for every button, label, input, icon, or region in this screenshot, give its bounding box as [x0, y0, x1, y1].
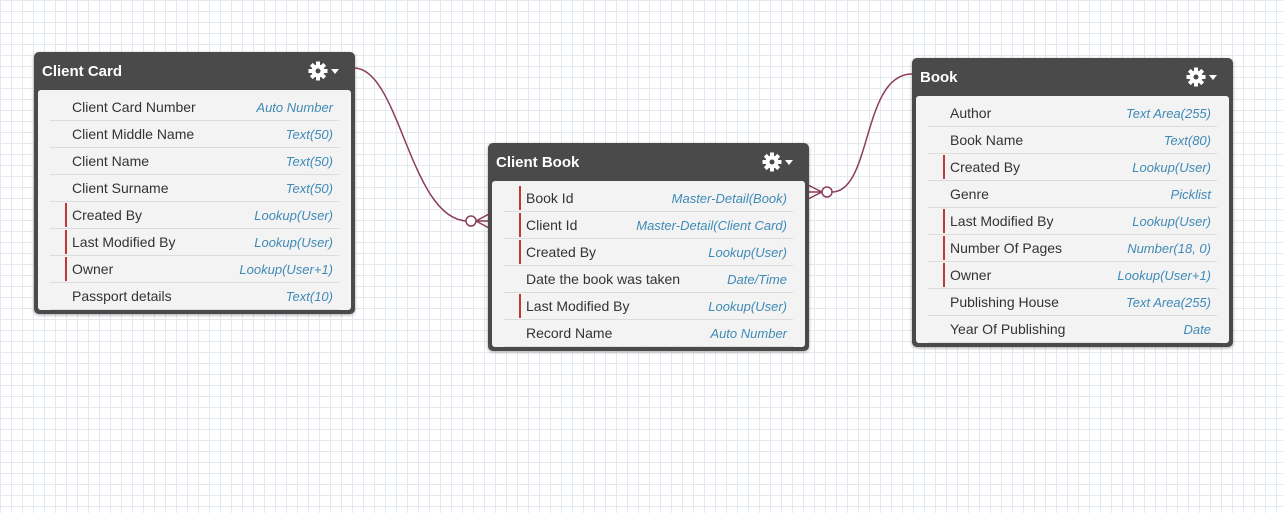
field-name: Client Surname	[72, 180, 169, 196]
field-name: Client Middle Name	[72, 126, 195, 142]
field-name: Client Card Number	[72, 99, 196, 115]
field-row-required[interactable]: Last Modified By Lookup(User)	[504, 293, 793, 320]
field-name: Record Name	[526, 325, 613, 341]
card-title: Client Card	[42, 62, 123, 80]
card-header[interactable]: Book	[916, 58, 1229, 96]
card-title: Book	[920, 68, 958, 86]
field-type: Master-Detail(Client Card)	[636, 217, 787, 233]
field-list: Book Id Master-Detail(Book) Client Id Mast…	[492, 181, 805, 347]
field-type: Lookup(User)	[254, 207, 333, 223]
field-name: Number Of Pages	[950, 240, 1063, 256]
field-row[interactable]: Date the book was taken Date/Time	[504, 266, 793, 293]
card-menu-button[interactable]	[762, 152, 793, 172]
field-row[interactable]: Book Name Text(80)	[928, 127, 1217, 154]
object-card-book[interactable]: Book	[912, 58, 1233, 347]
field-row-required[interactable]: Created By Lookup(User)	[504, 239, 793, 266]
field-name: Last Modified By	[950, 213, 1054, 229]
crowfoot-many-icon	[807, 184, 823, 200]
field-type: Text(50)	[285, 180, 333, 196]
field-name: Created By	[526, 244, 597, 260]
field-row-required[interactable]: Last Modified By Lookup(User)	[928, 208, 1217, 235]
field-name: Genre	[950, 186, 989, 202]
card-header[interactable]: Client Card	[38, 52, 351, 90]
field-row-required[interactable]: Last Modified By Lookup(User)	[50, 229, 339, 256]
field-row-required[interactable]: Client Id Master-Detail(Client Card)	[504, 212, 793, 239]
field-name: Publishing House	[950, 294, 1059, 310]
field-row[interactable]: Record Name Auto Number	[504, 320, 793, 347]
field-type: Lookup(User+1)	[239, 261, 333, 277]
field-row-required[interactable]: Created By Lookup(User)	[50, 202, 339, 229]
field-name: Passport details	[72, 288, 172, 304]
field-type: Lookup(User)	[1132, 213, 1211, 229]
field-name: Last Modified By	[526, 298, 630, 314]
field-type: Date/Time	[727, 271, 787, 287]
field-type: Lookup(User)	[254, 234, 333, 250]
field-list: Client Card Number Auto Number Client Mid…	[38, 90, 351, 310]
crowfoot-circle-icon	[465, 215, 477, 227]
chevron-down-icon	[1209, 75, 1217, 80]
field-name: Owner	[950, 267, 992, 283]
relationship-client-card-to-client-book[interactable]	[353, 67, 490, 229]
field-type: Picklist	[1170, 186, 1211, 202]
field-row[interactable]: Year Of Publishing Date	[928, 316, 1217, 343]
object-card-client-book[interactable]: Client Book	[488, 143, 809, 351]
field-row-required[interactable]: Owner Lookup(User+1)	[928, 262, 1217, 289]
card-menu-button[interactable]	[1186, 67, 1217, 87]
chevron-down-icon	[785, 160, 793, 165]
card-menu-button[interactable]	[308, 61, 339, 81]
field-type: Lookup(User)	[708, 298, 787, 314]
field-row-required[interactable]: Number Of Pages Number(18, 0)	[928, 235, 1217, 262]
field-row[interactable]: Genre Picklist	[928, 181, 1217, 208]
field-row[interactable]: Passport details Text(10)	[50, 283, 339, 310]
crowfoot-circle-icon	[821, 186, 833, 198]
field-row[interactable]: Client Card Number Auto Number	[50, 94, 339, 121]
field-row-required[interactable]: Created By Lookup(User)	[928, 154, 1217, 181]
relationship-book-to-client-book[interactable]	[807, 73, 913, 200]
gear-icon	[308, 61, 328, 81]
field-name: Created By	[72, 207, 143, 223]
field-row[interactable]: Publishing House Text Area(255)	[928, 289, 1217, 316]
card-header[interactable]: Client Book	[492, 143, 805, 181]
field-type: Lookup(User)	[1132, 159, 1211, 175]
gear-icon	[762, 152, 782, 172]
chevron-down-icon	[331, 69, 339, 74]
field-type: Date	[1183, 321, 1211, 337]
field-type: Text Area(255)	[1125, 294, 1211, 310]
field-type: Lookup(User)	[708, 244, 787, 260]
field-type: Text(10)	[285, 288, 333, 304]
field-name: Owner	[72, 261, 114, 277]
field-row[interactable]: Client Surname Text(50)	[50, 175, 339, 202]
field-type: Text(80)	[1163, 132, 1211, 148]
field-type: Auto Number	[256, 99, 333, 115]
field-name: Book Name	[950, 132, 1024, 148]
field-type: Lookup(User+1)	[1117, 267, 1211, 283]
field-name: Year Of Publishing	[950, 321, 1066, 337]
field-type: Auto Number	[710, 325, 787, 341]
field-name: Client Name	[72, 153, 150, 169]
object-card-client-card[interactable]: Client Card	[34, 52, 355, 314]
field-row-required[interactable]: Book Id Master-Detail(Book)	[504, 185, 793, 212]
field-name: Last Modified By	[72, 234, 176, 250]
field-row[interactable]: Author Text Area(255)	[928, 100, 1217, 127]
field-type: Text(50)	[285, 126, 333, 142]
field-type: Number(18, 0)	[1127, 240, 1211, 256]
field-row-required[interactable]: Owner Lookup(User+1)	[50, 256, 339, 283]
field-name: Book Id	[526, 190, 574, 206]
field-type: Text Area(255)	[1125, 105, 1211, 121]
field-name: Date the book was taken	[526, 271, 681, 287]
field-name: Created By	[950, 159, 1021, 175]
field-type: Text(50)	[285, 153, 333, 169]
gear-icon	[1186, 67, 1206, 87]
field-name: Author	[950, 105, 992, 121]
field-row[interactable]: Client Name Text(50)	[50, 148, 339, 175]
field-row[interactable]: Client Middle Name Text(50)	[50, 121, 339, 148]
field-name: Client Id	[526, 217, 578, 233]
field-type: Master-Detail(Book)	[671, 190, 787, 206]
card-title: Client Book	[496, 153, 580, 171]
